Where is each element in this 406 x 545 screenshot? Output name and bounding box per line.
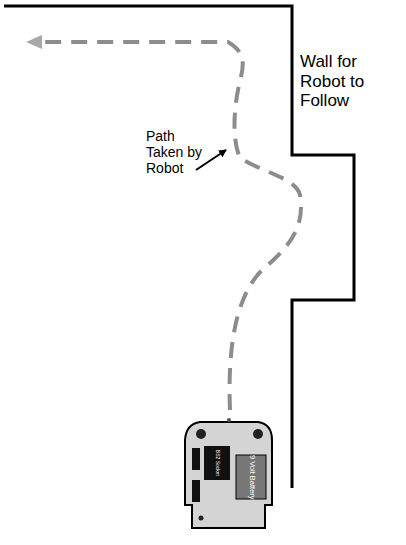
path-label: Path Taken by Robot: [146, 128, 208, 176]
wall-label: Wall for Robot to Follow: [300, 52, 400, 111]
robot-path: [40, 42, 301, 410]
battery-label: 9 Volt Battery: [247, 455, 256, 500]
socket-label: BS2 Socket: [214, 450, 220, 476]
robot: [185, 418, 272, 528]
path-arrowhead: [26, 35, 42, 49]
